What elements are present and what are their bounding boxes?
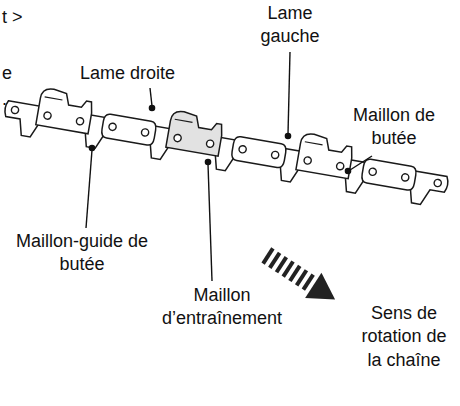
part-label: Lame gauche <box>245 2 335 49</box>
leader-dot <box>345 168 350 173</box>
rivet <box>336 162 344 170</box>
direction-label: Sens de rotation de la chaîne <box>352 302 456 372</box>
rivet <box>141 128 149 136</box>
rivet <box>238 145 246 153</box>
leader-dot <box>285 133 290 138</box>
tie-strap <box>101 113 157 146</box>
cutter-edge <box>45 97 63 100</box>
cutter-link <box>36 87 95 133</box>
rivet <box>108 123 116 131</box>
saw-chain <box>1 82 452 209</box>
cutter-link <box>166 110 225 156</box>
tie-strap <box>361 158 417 191</box>
leader-line <box>86 150 92 228</box>
rivet <box>76 117 84 125</box>
part-label: Maillon-guide de butée <box>7 230 157 277</box>
part-label: Lame droite <box>80 62 175 85</box>
part-label: Maillon de butée <box>337 104 452 151</box>
rivet <box>173 134 181 142</box>
leader-line <box>208 164 212 281</box>
cutter-edge <box>175 119 193 122</box>
rivet <box>11 106 19 114</box>
leader-dot <box>149 105 154 110</box>
rivet <box>369 168 377 176</box>
leader-line <box>288 52 290 134</box>
rivet <box>434 179 442 187</box>
part-label: Maillon d’entraînement <box>147 284 297 331</box>
leader-dot <box>89 145 94 150</box>
rivet <box>43 111 51 119</box>
rotation-arrow <box>260 243 343 312</box>
leader-line <box>350 156 372 170</box>
leader-dot <box>205 159 210 164</box>
cut-off-text: t > <box>2 6 23 29</box>
cutter-link <box>296 132 355 178</box>
rivet <box>271 151 279 159</box>
rivet <box>206 140 214 148</box>
cut-off-text: . <box>2 88 7 111</box>
tie-strap <box>231 136 287 169</box>
cutter-edge <box>305 142 323 145</box>
cut-off-text: e <box>2 62 12 85</box>
rivet <box>304 156 312 164</box>
rivet <box>401 173 409 181</box>
leader-line <box>150 88 152 106</box>
